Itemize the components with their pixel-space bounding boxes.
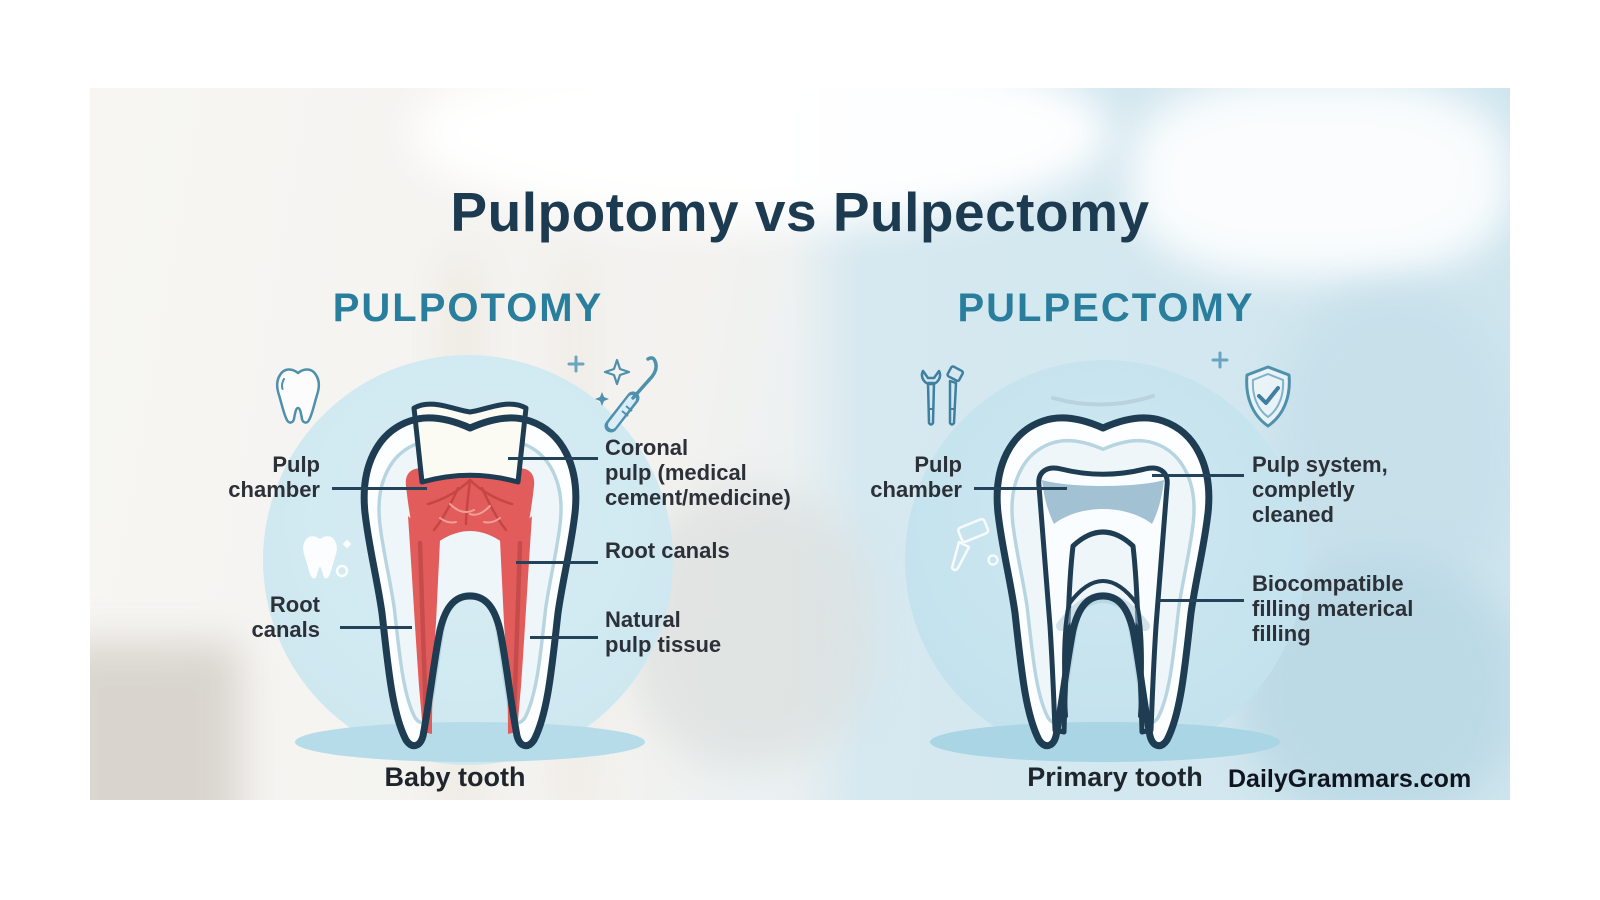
medicated-cement-cap [411,401,529,485]
leader-line [530,636,598,639]
pulpectomy-tooth-diagram [993,394,1213,750]
watermark: DailyGrammars.com [1228,765,1472,793]
label-root-canals-right: Root canals [605,538,730,563]
left-tooth-shadow [295,722,645,762]
label-pulp-chamber-left: Pulp chamber [228,452,320,503]
page-title: Pulpotomy vs Pulpectomy [450,181,1150,243]
cleaned-pulp-system [1036,465,1170,735]
label-root-canals-left: Root canals [251,592,321,643]
leader-line [516,561,598,564]
background-blur-shape [90,643,240,800]
sparkle-plus-icon [567,355,585,373]
background-blur-shape [1275,288,1510,608]
dental-tools-icon [920,365,965,426]
label-biocompatible-filling: Biocompatible filling materical filling [1252,571,1414,647]
label-pulp-chamber-right: Pulp chamber [870,452,962,503]
label-pulp-system-cleaned: Pulp system, completly cleaned [1252,452,1388,528]
filled-canal-lines [1062,579,1144,718]
leader-line [340,626,412,629]
left-tooth-caption: Baby tooth [384,762,526,792]
leader-line [974,487,1067,490]
drill-icon [950,517,999,572]
small-tooth-icon [303,536,352,579]
sparkle-plus-icon [1211,351,1229,369]
pulp-vessels [426,478,514,532]
right-tooth-caption: Primary tooth [1027,762,1203,792]
dental-probe-icon [595,356,658,433]
leader-line [332,487,427,490]
clinic-photo-background: Pulpotomy vs Pulpectomy PULPOTOMY PULPEC… [90,88,1510,800]
leader-line [1152,474,1244,477]
background-blur-shape [1130,88,1510,278]
cleaned-chamber-shading [1042,480,1164,524]
left-section-heading: PULPOTOMY [332,286,604,330]
leader-line [508,457,598,460]
label-natural-pulp-tissue: Natural pulp tissue [605,607,722,658]
leader-line [1158,599,1244,602]
right-section-heading: PULPECTOMY [957,286,1255,330]
pulpotomy-tooth-diagram [360,401,580,750]
right-tooth-shadow [930,722,1280,762]
tooth-outline-icon [276,368,320,424]
tooth-outline [360,414,580,750]
tooth-outline [993,414,1213,750]
shield-check-icon [1245,365,1291,428]
label-coronal-pulp: Coronal pulp (medical cement/medicine) [605,435,791,511]
